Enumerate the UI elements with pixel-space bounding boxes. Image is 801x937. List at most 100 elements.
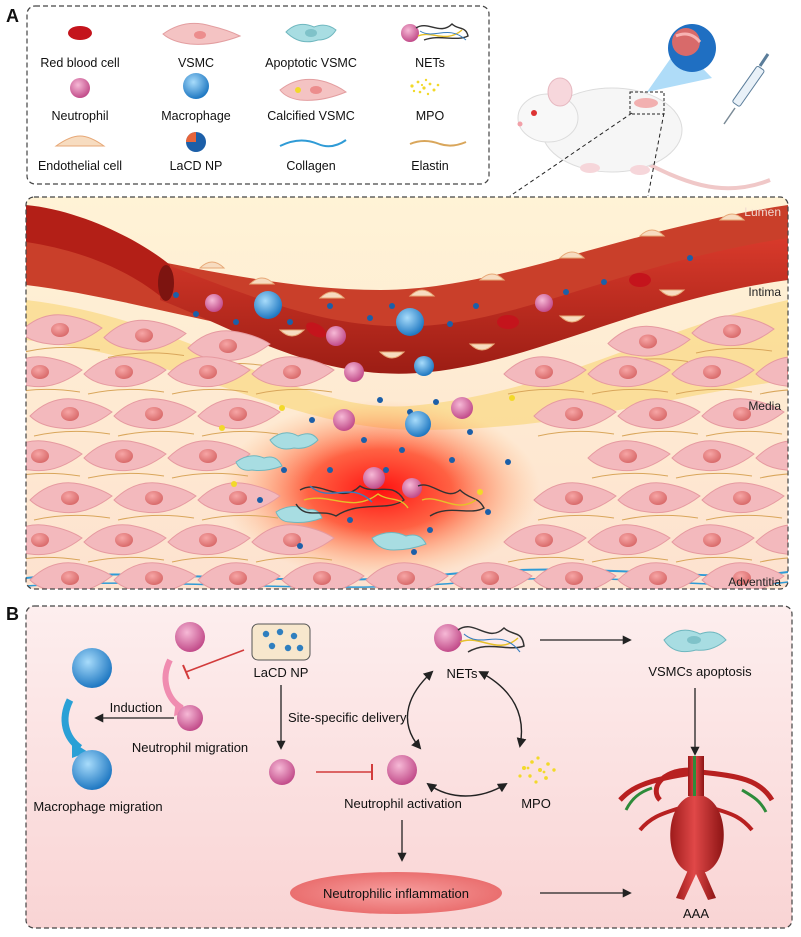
vessel-panel-frame	[25, 196, 789, 590]
vsmc-cell	[701, 398, 785, 437]
nets-icon	[401, 23, 469, 42]
legend-label-red-blood-cell: Red blood cell	[40, 56, 119, 70]
neutrophil-top-icon	[175, 622, 205, 652]
vsmc-cell	[167, 356, 251, 395]
vsmc-cell	[617, 562, 701, 589]
vsmc-cell	[617, 398, 701, 437]
layer-label-adventitia: Adventitia	[728, 575, 781, 589]
vsmc-cell	[103, 319, 187, 358]
vsmc-cell	[701, 562, 785, 589]
vsmc-cell	[113, 398, 197, 437]
apoptotic-vsmc-node-icon	[663, 629, 727, 653]
vsmc-cell	[26, 524, 83, 563]
neutrophil-migrating-icon	[177, 705, 203, 731]
vsmc-cell	[26, 356, 83, 395]
vsmc-cell	[197, 562, 281, 589]
vsmc-cell	[671, 524, 755, 563]
vsmc-cell	[533, 482, 617, 521]
vsmc-cell	[83, 524, 167, 563]
vsmc-cell	[755, 356, 788, 395]
vsmc-cell	[251, 356, 335, 395]
macrophage-icon	[183, 73, 209, 99]
vsmc-cell	[29, 562, 113, 589]
layer-label-media: Media	[748, 399, 781, 413]
vsmc-cell	[533, 398, 617, 437]
vsmc-cell	[113, 482, 197, 521]
vsmc-cell	[29, 482, 113, 521]
zoom-connector-right	[647, 112, 665, 197]
mpo-icon	[410, 78, 440, 96]
zoom-connector-left	[509, 112, 633, 197]
legend-label-vsmc: VSMC	[178, 56, 214, 70]
label-neutrophil-activation: Neutrophil activation	[344, 796, 462, 811]
aorta-location-box	[629, 91, 665, 115]
vsmc-cell	[617, 482, 701, 521]
syringe-icon	[723, 53, 770, 125]
vsmc-cell	[587, 440, 671, 479]
vsmc-cell	[755, 524, 788, 563]
legend-label-calcified-vsmc: Calcified VSMC	[267, 109, 355, 123]
vsmc-cell	[701, 482, 785, 521]
mouse-illustration	[517, 77, 771, 191]
label-lacd-np: LaCD NP	[254, 665, 309, 680]
vsmc-cell	[197, 482, 281, 521]
vsmc-cell	[691, 315, 775, 354]
legend-label-apoptotic-vsmc: Apoptotic VSMC	[265, 56, 357, 70]
apoptotic-vsmc-icon	[285, 23, 337, 43]
aaa-illustration	[618, 756, 775, 900]
vsmc-cell	[587, 356, 671, 395]
label-mpo: MPO	[521, 796, 551, 811]
collagen-icon	[279, 139, 347, 148]
inflammation-node	[290, 872, 502, 914]
label-site-specific-delivery: Site-specific delivery	[288, 710, 407, 725]
magnified-sphere	[647, 24, 716, 92]
calcified-vsmc-icon	[279, 78, 348, 101]
legend-label-lacd-np: LaCD NP	[170, 159, 223, 173]
lacd-np-box	[251, 623, 311, 661]
mpo-node-icon	[518, 756, 556, 784]
nets-cluster	[295, 484, 485, 517]
vsmc-cell	[29, 398, 113, 437]
vsmc-cell	[26, 440, 83, 479]
vsmc-cell	[26, 314, 103, 353]
neutrophil-np-icon	[269, 759, 295, 785]
endothelial-cell-icon	[54, 135, 106, 147]
vsmc-cell	[587, 524, 671, 563]
layer-label-lumen: Lumen	[744, 205, 781, 219]
label-neutrophil-migration: Neutrophil migration	[132, 740, 248, 755]
nets-node-icon	[434, 624, 525, 653]
label-nets: NETs	[446, 666, 478, 681]
label-induction: Induction	[110, 700, 163, 715]
vsmc-cell	[251, 524, 335, 563]
legend-label-mpo: MPO	[416, 109, 445, 123]
layer-label-intima: Intima	[748, 285, 781, 299]
vsmc-cell	[671, 356, 755, 395]
cycle-arrow-activation-to-nets	[406, 670, 434, 750]
vsmc-cell	[113, 562, 197, 589]
inhibit-migration	[185, 649, 245, 673]
vsmc-cell	[671, 440, 755, 479]
legend: Red blood cell VSMC Apoptotic VSMC NETs …	[26, 5, 490, 185]
red-blood-cell-icon	[68, 26, 92, 40]
label-neutrophilic-inflammation: Neutrophilic inflammation	[323, 886, 469, 901]
panel-a-letter: A	[6, 6, 19, 26]
legend-label-macrophage: Macrophage	[161, 109, 231, 123]
vsmc-cell	[167, 440, 251, 479]
vsmc-cell	[197, 398, 281, 437]
neutrophil-icon	[70, 78, 90, 98]
vsmc-cell	[607, 325, 691, 364]
panel-b-letter: B	[6, 604, 19, 624]
vessel-cells	[173, 213, 746, 555]
label-aaa: AAA	[683, 906, 709, 921]
cycle-arrow-mpo-to-activation	[426, 782, 508, 797]
elastin-icon	[409, 140, 467, 147]
vsmc-cell	[281, 562, 365, 589]
cycle-arrow-nets-to-mpo	[478, 671, 527, 748]
vsmc-layer	[26, 314, 788, 589]
macrophage-top-icon	[72, 648, 112, 688]
vsmc-cell	[755, 440, 788, 479]
legend-label-collagen: Collagen	[286, 159, 335, 173]
vsmc-cell	[83, 440, 167, 479]
vsmc-cell	[533, 562, 617, 589]
